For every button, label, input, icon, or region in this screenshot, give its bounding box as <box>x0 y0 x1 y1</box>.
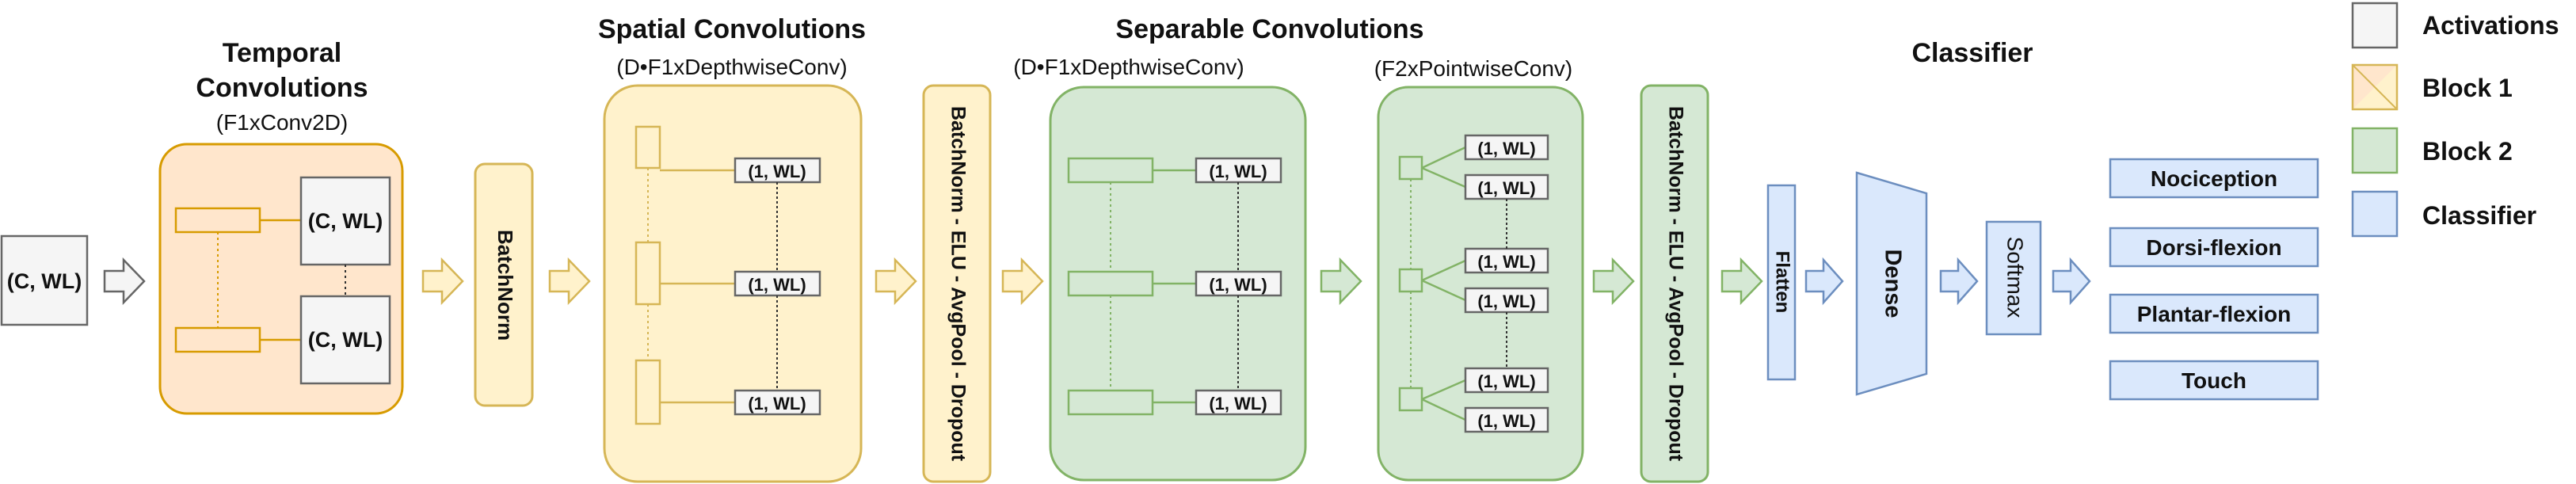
pointwise-output-4 <box>1464 287 1549 314</box>
legend-swatch-classifier <box>2351 190 2399 238</box>
arrow-input <box>103 257 146 306</box>
spatial-subtitle: (D•F1xDepthwiseConv) <box>616 55 847 79</box>
pointwise-output-2 <box>1464 173 1549 200</box>
pointwise-output-6 <box>1464 406 1549 433</box>
block2-post-label: BatchNorm - ELU - AvgPool - Dropout <box>1664 106 1686 462</box>
arrow-block1-post <box>1001 257 1044 306</box>
depthwise-output-3 <box>1195 389 1282 416</box>
depthwise-filter-3 <box>1067 389 1154 416</box>
pointwise-output-label: (1, WL) <box>1477 252 1535 272</box>
spatial-output-label: (1, WL) <box>748 394 806 413</box>
temporal-block: (C, WL) (C, WL) <box>158 143 404 415</box>
pointwise-output-label: (1, WL) <box>1477 292 1535 311</box>
batchnorm-layer: BatchNorm <box>474 162 534 407</box>
spatial-output-label: (1, WL) <box>748 162 806 181</box>
softmax-label: Softmax <box>2003 237 2028 318</box>
depthwise-output-label: (1, WL) <box>1209 162 1267 181</box>
softmax-layer: Softmax <box>1985 220 2042 336</box>
section-headers: Temporal Convolutions (F1xConv2D) Spatia… <box>196 14 2033 135</box>
class-label-nociception: Nociception <box>2151 166 2277 191</box>
temporal-subtitle: (F1xConv2D) <box>216 110 348 135</box>
class-label-plantar-flexion: Plantar-flexion <box>2137 302 2291 326</box>
depthwise-filter-1 <box>1067 157 1154 184</box>
separable-subtitle-depthwise: (D•F1xDepthwiseConv) <box>1013 55 1244 79</box>
pointwise-output-3 <box>1464 247 1549 274</box>
depthwise-output-label: (1, WL) <box>1209 394 1267 413</box>
separable-subtitle-pointwise: (F2xPointwiseConv) <box>1374 56 1573 81</box>
legend-label-block2: Block 2 <box>2422 137 2513 166</box>
depthwise-output-label: (1, WL) <box>1209 275 1267 295</box>
pointwise-filter-1 <box>1398 155 1423 181</box>
pointwise-output-5 <box>1464 367 1549 394</box>
depthwise-filter-2 <box>1067 270 1154 297</box>
legend-label-block1: Block 1 <box>2422 74 2513 102</box>
output-classes: Nociception Dorsi-flexion Plantar-flexio… <box>2109 158 2319 401</box>
temporal-activation-bottom-label: (C, WL) <box>308 328 383 352</box>
input-activation-label: (C, WL) <box>7 269 82 293</box>
pointwise-block: (1, WL) (1, WL) (1, WL) (1, WL) (1, WL) … <box>1377 86 1584 482</box>
class-box-touch <box>2109 360 2319 401</box>
block2-post-layer: BatchNorm - ELU - AvgPool - Dropout <box>1640 84 1709 483</box>
block1-post-label: BatchNorm - ELU - AvgPool - Dropout <box>947 106 969 462</box>
spatial-output-label: (1, WL) <box>748 275 806 295</box>
temporal-filter-bottom <box>174 326 261 353</box>
spatial-filter-2 <box>634 241 661 306</box>
arrow-batchnorm <box>548 257 591 306</box>
temporal-filter-top <box>174 207 261 234</box>
temporal-title: Temporal <box>223 38 342 68</box>
temporal-activation-top-label: (C, WL) <box>308 209 383 233</box>
separable-title: Separable Convolutions <box>1115 14 1423 44</box>
class-label-dorsi-flexion: Dorsi-flexion <box>2146 235 2281 260</box>
arrow-temporal <box>421 257 464 306</box>
pointwise-filter-2 <box>1398 268 1423 293</box>
arrow-block2-post <box>1721 257 1763 306</box>
block1-post-layer: BatchNorm - ELU - AvgPool - Dropout <box>922 84 992 483</box>
legend-swatch-block2 <box>2351 127 2399 174</box>
arrow-dense <box>1939 257 1979 306</box>
classifier-title: Classifier <box>1911 38 2033 68</box>
class-box-nociception <box>2109 158 2319 199</box>
legend-swatch-block1 <box>2351 63 2399 111</box>
arrow-depthwise <box>1320 257 1362 306</box>
pointwise-output-label: (1, WL) <box>1477 372 1535 391</box>
temporal-activation-bottom <box>299 295 391 385</box>
pointwise-output-label: (1, WL) <box>1477 411 1535 431</box>
arrow-flatten <box>1804 257 1844 306</box>
dense-label: Dense <box>1880 249 1905 318</box>
legend-label-classifier: Classifier <box>2422 201 2536 230</box>
pointwise-output-1 <box>1464 134 1549 161</box>
input-activation: (C, WL) <box>0 234 89 326</box>
legend-swatch-activations <box>2351 2 2399 49</box>
legend-label-activations: Activations <box>2422 11 2559 40</box>
legend: Activations Block 1 Block 2 Classifier <box>2351 2 2559 238</box>
pointwise-output-label: (1, WL) <box>1477 139 1535 158</box>
flatten-layer: Flatten <box>1766 184 1797 381</box>
dense-layer: Dense <box>1855 171 1928 396</box>
spatial-filter-1 <box>634 125 661 170</box>
temporal-title-line2: Convolutions <box>196 73 368 103</box>
pointwise-output-label: (1, WL) <box>1477 178 1535 198</box>
depthwise-block: (1, WL) (1, WL) (1, WL) <box>1049 86 1307 482</box>
depthwise-output-2 <box>1195 270 1282 297</box>
class-box-plantar-flexion <box>2109 293 2319 334</box>
arrow-spatial <box>875 257 917 306</box>
pointwise-filter-3 <box>1398 387 1423 412</box>
spatial-title: Spatial Convolutions <box>598 14 866 44</box>
arrow-pointwise <box>1592 257 1635 306</box>
class-label-touch: Touch <box>2182 368 2246 393</box>
spatial-output-3 <box>734 389 821 416</box>
spatial-filter-3 <box>634 359 661 425</box>
batchnorm-label: BatchNorm <box>493 230 517 341</box>
flatten-label: Flatten <box>1772 251 1793 314</box>
spatial-block: (1, WL) (1, WL) (1, WL) <box>603 84 863 483</box>
class-box-dorsi-flexion <box>2109 227 2319 268</box>
arrow-softmax <box>2052 257 2091 306</box>
